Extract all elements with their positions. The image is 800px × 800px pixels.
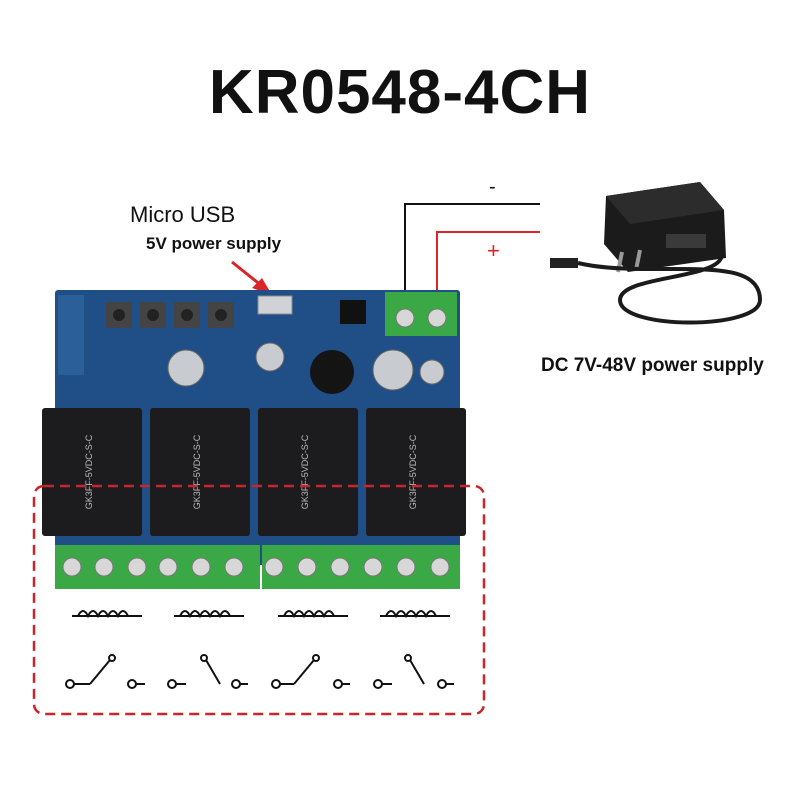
svg-text:GK3FF-5VDC-S-C: GK3FF-5VDC-S-C (300, 434, 310, 509)
ic-chip (340, 300, 366, 324)
dc-wires (404, 203, 540, 300)
dc-power-label: DC 7V-48V power supply (541, 355, 764, 376)
relay-switch-symbol-icon (271, 654, 350, 689)
svg-text:GK3FF-5VDC-S-C: GK3FF-5VDC-S-C (192, 434, 202, 509)
relay-switch-symbol-icon (167, 654, 248, 689)
relay-output-frame (32, 484, 486, 716)
relay-3: GK3FF-5VDC-S-C (258, 408, 358, 536)
dc-input-terminal (385, 292, 457, 336)
svg-text:GK3FF-5VDC-S-C: GK3FF-5VDC-S-C (84, 434, 94, 509)
relay-1: GK3FF-5VDC-S-C (42, 408, 142, 536)
relay-switch-symbols (65, 654, 454, 689)
relay-4: GK3FF-5VDC-S-C (366, 408, 466, 536)
relay-switch-symbol-icon (65, 654, 145, 689)
relay-2: GK3FF-5VDC-S-C (150, 408, 250, 536)
svg-text:GK3FF-5VDC-S-C: GK3FF-5VDC-S-C (408, 434, 418, 509)
relay-coil-symbol-icon (380, 610, 450, 619)
power-adapter-icon (550, 182, 763, 325)
relay-switch-symbol-icon (373, 654, 454, 689)
push-buttons (106, 302, 234, 328)
relay-coil-symbol-icon (278, 610, 348, 619)
output-terminals (55, 545, 460, 589)
product-title: KR0548-4CH (208, 58, 592, 127)
relay-coil-symbol-icon (174, 610, 244, 619)
negative-sign: - (489, 176, 496, 198)
relay-row: GK3FF-5VDC-S-C GK3FF-5VDC-S-C GK3FF-5VDC… (42, 408, 466, 536)
micro-usb-port (257, 295, 293, 315)
micro-usb-label: Micro USB (130, 202, 236, 227)
usb-power-label: 5V power supply (146, 234, 282, 253)
positive-sign: + (487, 238, 500, 263)
relay-coil-symbol-icon (72, 610, 142, 619)
relay-coil-symbols (72, 610, 450, 619)
